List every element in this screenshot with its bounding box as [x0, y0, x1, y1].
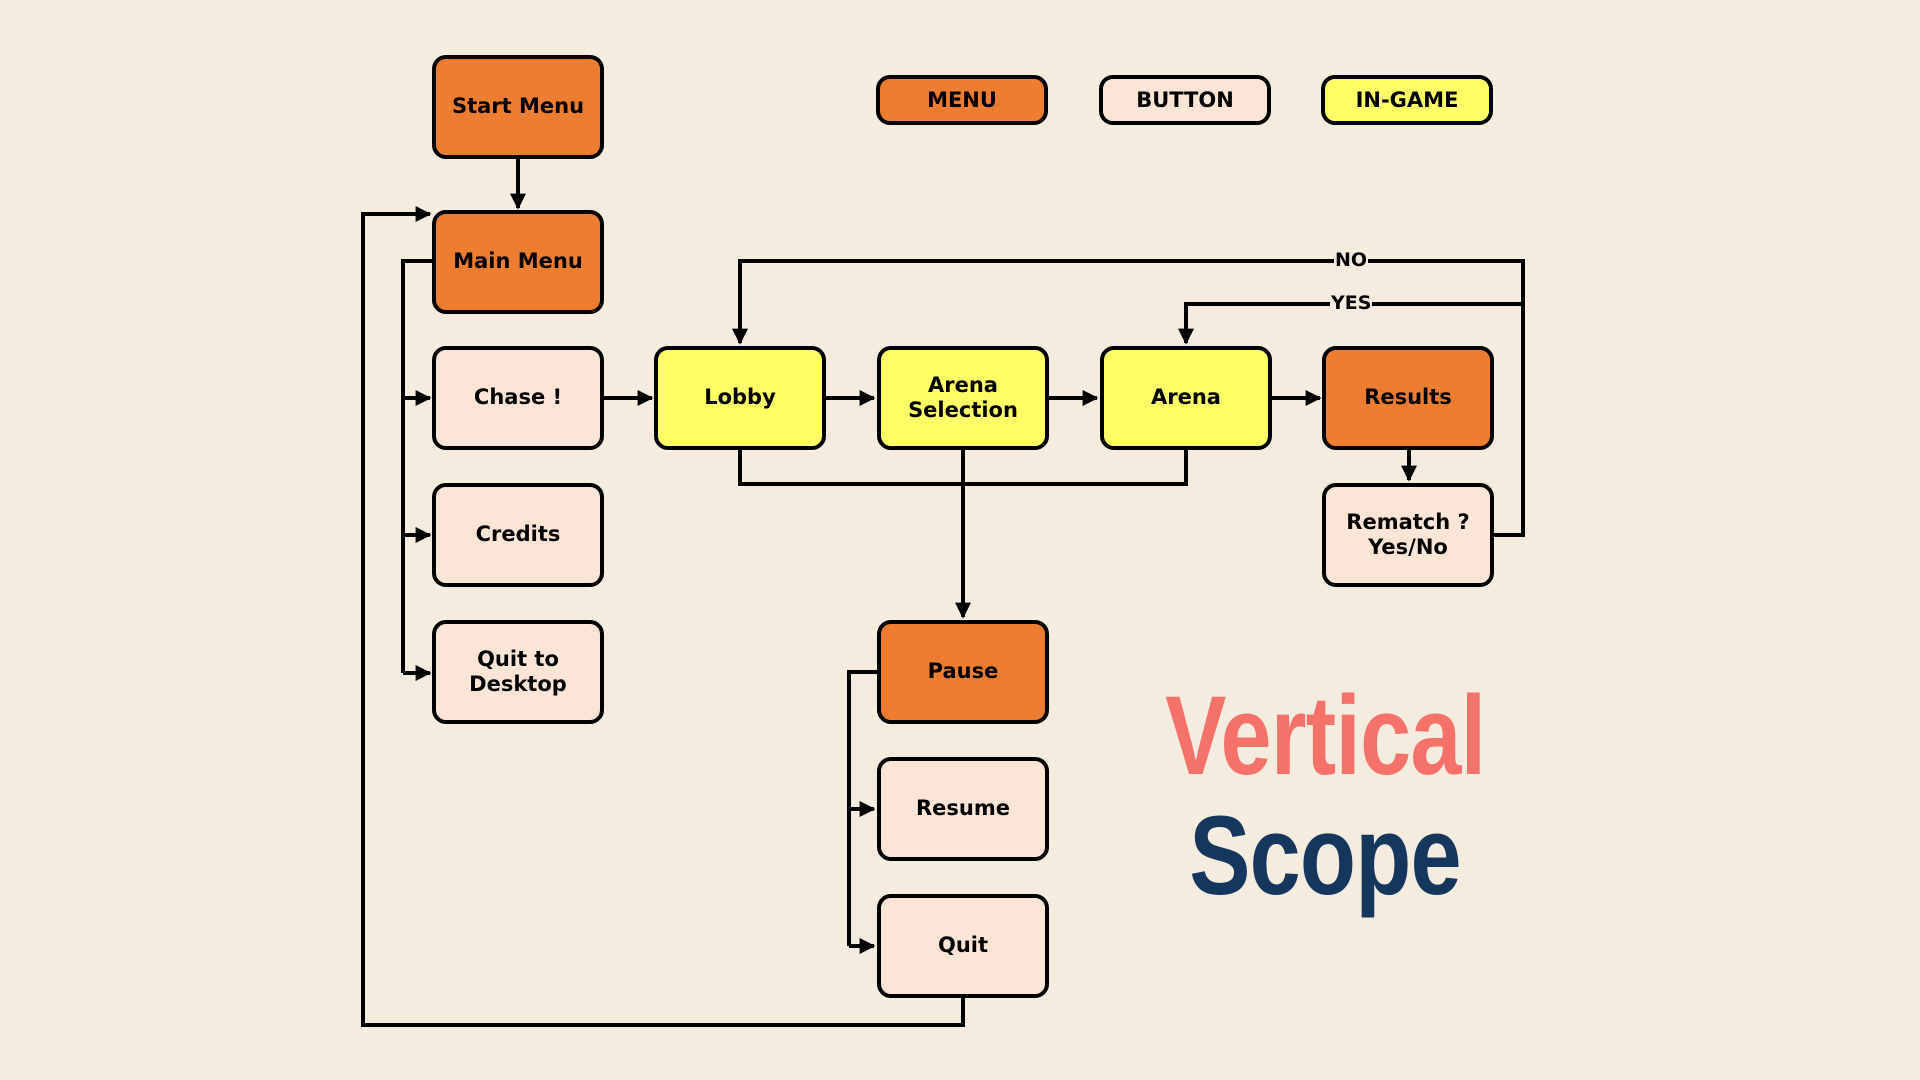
node-results: Results	[1322, 346, 1494, 450]
node-arena: Arena	[1100, 346, 1272, 450]
node-start-menu: Start Menu	[432, 55, 604, 159]
edge-label-no: NO	[1334, 249, 1369, 271]
node-resume: Resume	[877, 757, 1049, 861]
edge-pause-trunk	[847, 670, 878, 946]
edge-main-trunk	[401, 259, 432, 673]
edge-label-yes: YES	[1330, 292, 1373, 314]
legend-button-label: BUTTON	[1136, 88, 1234, 112]
node-credits: Credits	[432, 483, 604, 587]
title-vertical: Vertical	[1165, 673, 1486, 798]
node-pause: Pause	[877, 620, 1049, 724]
legend-ingame-label: IN-GAME	[1355, 88, 1459, 112]
legend-button: BUTTON	[1099, 75, 1271, 125]
title-scope: Scope	[1189, 793, 1461, 918]
edge-quit-to-main	[361, 206, 965, 1027]
node-quit: Quit	[877, 894, 1049, 998]
node-rematch: Rematch ? Yes/No	[1322, 483, 1494, 587]
legend-menu: MENU	[876, 75, 1048, 125]
edge-rematch-no	[732, 259, 1525, 345]
legend-ingame: IN-GAME	[1321, 75, 1493, 125]
node-main-menu: Main Menu	[432, 210, 604, 314]
edge-rematch-yes	[1178, 302, 1523, 345]
node-quit-to-desktop: Quit to Desktop	[432, 620, 604, 724]
edge-rematch-out	[1494, 261, 1525, 537]
node-arena-selection: Arena Selection	[877, 346, 1049, 450]
node-lobby: Lobby	[654, 346, 826, 450]
legend-menu-label: MENU	[927, 88, 997, 112]
node-chase: Chase !	[432, 346, 604, 450]
